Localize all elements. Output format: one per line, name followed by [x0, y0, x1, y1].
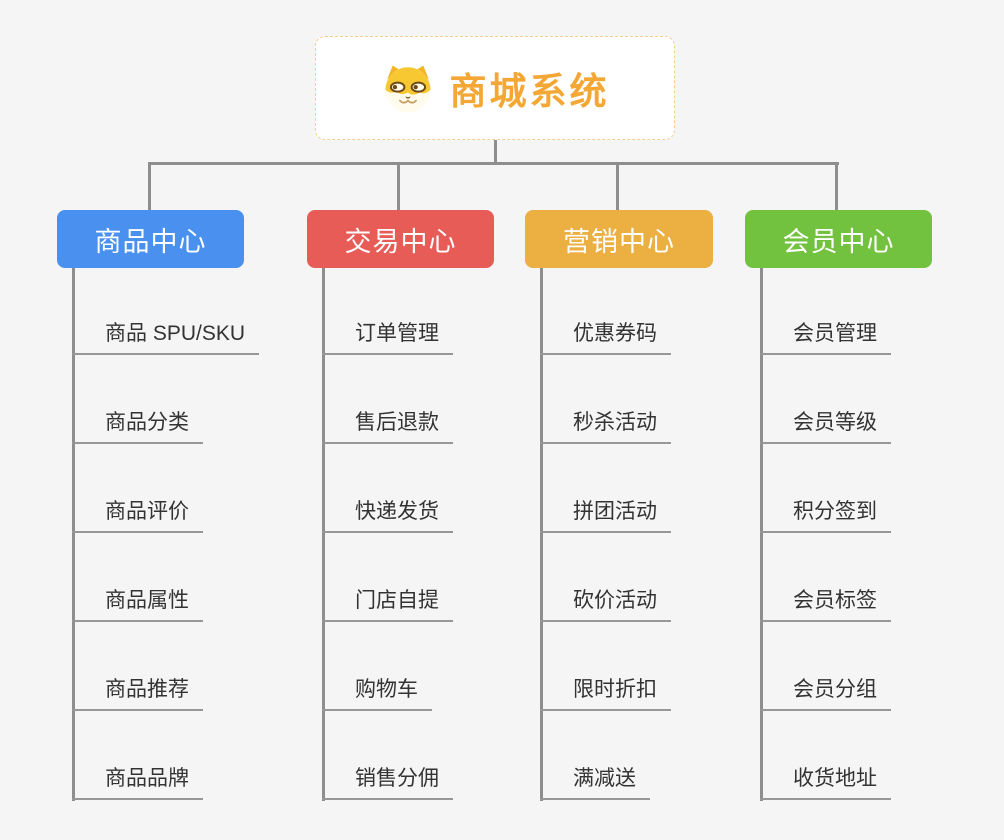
- leaf-node[interactable]: 商品属性: [72, 584, 203, 622]
- branch-trunk-line: [72, 268, 75, 801]
- branch-node-trade[interactable]: 交易中心: [307, 210, 494, 268]
- leaf-node[interactable]: 会员管理: [760, 317, 891, 355]
- leaf-node[interactable]: 商品品牌: [72, 762, 203, 800]
- connector-root-drop: [494, 140, 497, 163]
- leaf-node[interactable]: 售后退款: [322, 406, 453, 444]
- leaf-node[interactable]: 优惠券码: [540, 317, 671, 355]
- branch-node-marketing[interactable]: 营销中心: [525, 210, 713, 268]
- leaf-node[interactable]: 购物车: [322, 673, 432, 711]
- leaf-node[interactable]: 会员标签: [760, 584, 891, 622]
- leaf-node[interactable]: 销售分佣: [322, 762, 453, 800]
- leaf-node[interactable]: 订单管理: [322, 317, 453, 355]
- leaf-node[interactable]: 商品分类: [72, 406, 203, 444]
- leaf-node[interactable]: 商品推荐: [72, 673, 203, 711]
- leaf-node[interactable]: 收货地址: [760, 762, 891, 800]
- leaf-node[interactable]: 拼团活动: [540, 495, 671, 533]
- leaf-node[interactable]: 限时折扣: [540, 673, 671, 711]
- leaf-node[interactable]: 门店自提: [322, 584, 453, 622]
- leaf-node[interactable]: 商品 SPU/SKU: [72, 317, 260, 355]
- leaf-node[interactable]: 砍价活动: [540, 584, 671, 622]
- branch-trunk-line: [760, 268, 763, 801]
- connector-horizontal: [148, 162, 839, 165]
- leaf-node[interactable]: 积分签到: [760, 495, 891, 533]
- connector-drop-3: [616, 162, 619, 210]
- branch-trunk-line: [322, 268, 325, 801]
- leaf-node[interactable]: 满减送: [540, 762, 650, 800]
- leaf-node[interactable]: 会员分组: [760, 673, 891, 711]
- leaf-node[interactable]: 快递发货: [322, 495, 453, 533]
- branch-node-member[interactable]: 会员中心: [745, 210, 932, 268]
- branch-node-product[interactable]: 商品中心: [57, 210, 244, 268]
- leaf-node[interactable]: 秒杀活动: [540, 406, 671, 444]
- root-node-label: 商城系统: [449, 71, 610, 112]
- connector-drop-1: [148, 162, 151, 210]
- branch-trunk-line: [540, 268, 543, 801]
- leaf-node[interactable]: 商品评价: [72, 495, 203, 533]
- leaf-node[interactable]: 会员等级: [760, 406, 891, 444]
- root-node[interactable]: 商城系统: [315, 36, 675, 140]
- dog-face-icon: [385, 65, 430, 113]
- connector-drop-2: [397, 162, 400, 210]
- connector-drop-4: [835, 162, 838, 210]
